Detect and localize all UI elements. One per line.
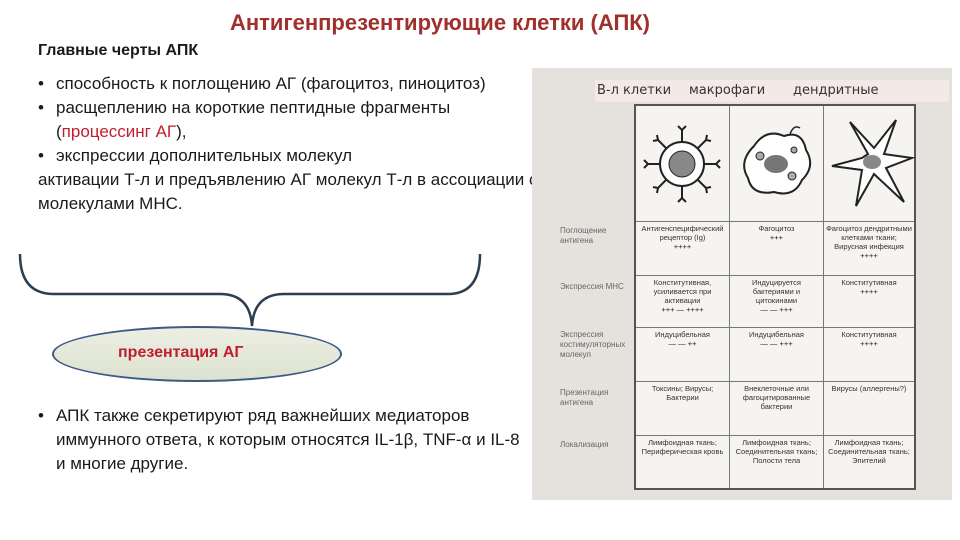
slide-title: Антигенпрезентирующие клетки (АПК) [229,10,651,35]
presentation-label: презентация АГ [118,344,244,361]
cell-mhc-dendritic: Конститутивная++++ [824,276,914,328]
bullet-processing-post: ), [176,122,187,141]
cell-dendritic-image [824,106,914,222]
curly-brace-icon [18,253,482,327]
cell-uptake-macro: Фагоцитоз+++ [730,222,824,276]
row-label-uptake: Поглощение антигена [560,226,607,245]
b-cell-icon [643,125,721,203]
header-dendritic: дендритные [793,83,879,98]
slide-subtitle: Главные черты АПК [38,42,199,59]
bullet-expression-continuation: активации Т‑л и предъявлению АГ молекул … [38,170,538,213]
features-list: способность к поглощению АГ (фагоцитоз, … [38,72,538,216]
mediators-list: АПК также секретируют ряд важнейших меди… [38,404,528,476]
cell-presentation-macro: Внеклеточные или фагоцитированные бактер… [730,382,824,436]
header-macrophages: макрофаги [689,83,766,98]
row-label-presentation: Презентация антигена [560,388,609,407]
cell-presentation-b: Токсины; Вирусы; Бактерии [636,382,730,436]
macrophage-icon [743,126,812,195]
row-label-mhc: Экспрессия МНС [560,282,624,291]
cell-costim-b: Индуцибельная— — ++ [636,328,730,382]
cell-macrophage-image [730,106,824,222]
cell-mhc-b: Конститутивная, усиливается при активаци… [636,276,730,328]
cell-uptake-b: Антигенспецифический рецептор (Ig)++++ [636,222,730,276]
cell-presentation-dendritic: Вирусы (аллергены?) [824,382,914,436]
bullet-mediators: АПК также секретируют ряд важнейших меди… [38,404,528,476]
bullet-phagocytosis: способность к поглощению АГ (фагоцитоз, … [38,72,538,96]
row-label-costim: Экспрессия костимуляторных молекул [560,330,626,359]
cell-costim-dendritic: Конститутивная++++ [824,328,914,382]
processing-highlight: процессинг АГ [61,122,177,141]
row-label-localization: Локализация [560,440,609,449]
dendritic-cell-icon [831,119,916,207]
cell-illustrations [643,119,916,207]
cell-costim-macro: Индуцибельная— — +++ [730,328,824,382]
figure-header: В‑л клетки макрофаги дендритные [595,80,949,102]
bullet-processing: расщеплению на короткие пептидные фрагме… [38,96,538,144]
bullet-expression: экспрессии дополнительных молекул [38,144,538,168]
cell-localization-macro: Лимфоидная ткань; Соединительная ткань; … [730,436,824,488]
cell-b-cell-image [636,106,730,222]
cell-mhc-macro: Индуцируется бактериями и цитокинами— — … [730,276,824,328]
presentation-ellipse: презентация АГ [52,326,342,382]
cell-localization-b: Лимфоидная ткань; Периферическая кровь [636,436,730,488]
bullet-processing-pre: расщеплению на короткие пептидные фрагме… [56,98,451,141]
cell-localization-dendritic: Лимфоидная ткань; Соединительная ткань; … [828,438,910,465]
cell-uptake-dendritic: Фагоцитоз дендритными клетками ткани; Ви… [824,222,914,276]
header-b-cells: В‑л клетки [597,83,672,98]
